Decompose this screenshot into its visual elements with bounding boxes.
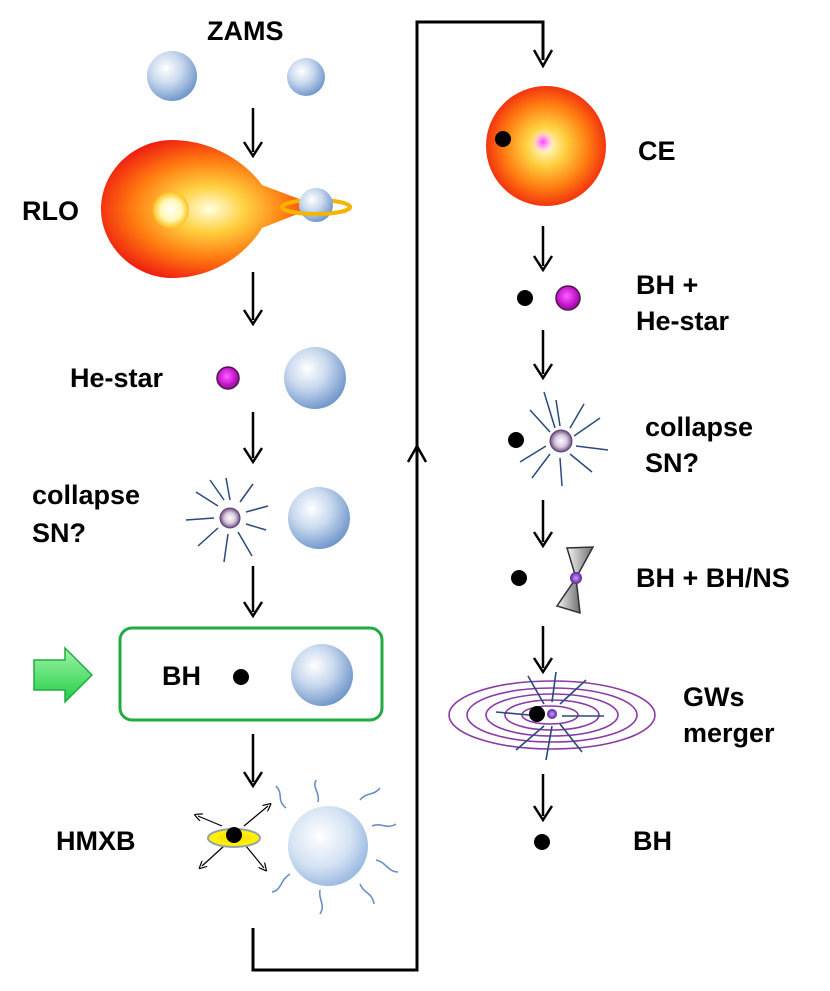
- hmxb-accretion-system: [198, 806, 268, 868]
- highlight-arrow: [33, 646, 94, 704]
- black-hole-dot-2: [517, 290, 533, 306]
- ce-he-core: [532, 131, 554, 153]
- ce-black-hole: [495, 131, 511, 147]
- he-star-dot-2: [555, 285, 581, 311]
- label-he-star: He-star: [70, 363, 164, 393]
- rlo-accretor-star: [280, 188, 352, 222]
- hmxb-companion-star: [288, 806, 368, 886]
- label-bh-bhns: BH + BH/NS: [636, 563, 790, 593]
- zams-star-primary: [147, 51, 197, 101]
- label-ce: CE: [638, 136, 676, 166]
- supernova-burst-right: [519, 391, 609, 487]
- black-hole-dot-4: [511, 570, 527, 586]
- label-collapse-right-1: collapse: [645, 412, 753, 442]
- merger-companion: [547, 709, 557, 719]
- zams-star-secondary: [287, 58, 325, 96]
- companion-star-1: [284, 347, 346, 409]
- final-black-hole: [534, 834, 550, 850]
- companion-star-3: [291, 644, 353, 706]
- loop-connector: [251, 20, 554, 972]
- label-collapse-left-2: SN?: [32, 518, 86, 548]
- label-bh-he-1: BH +: [636, 270, 698, 300]
- label-bh-highlight: BH: [162, 661, 201, 691]
- label-collapse-right-2: SN?: [645, 448, 699, 478]
- rlo-donor-star: [101, 140, 318, 278]
- black-hole-dot-3: [508, 432, 524, 448]
- right-arrows: [532, 226, 554, 823]
- label-gws-1: GWs: [683, 682, 745, 712]
- highlight-box: [118, 626, 384, 722]
- label-rlo: RLO: [22, 196, 79, 226]
- label-collapse-left-1: collapse: [32, 480, 140, 510]
- label-gws-2: merger: [683, 718, 775, 748]
- label-bh-he-2: He-star: [636, 306, 730, 336]
- supernova-burst-left: [185, 477, 269, 563]
- left-arrows: [242, 108, 264, 789]
- companion-star-2: [288, 487, 350, 549]
- hmxb-companion-wind: [271, 779, 399, 915]
- label-hmxb: HMXB: [56, 826, 136, 856]
- he-star-dot: [216, 366, 240, 390]
- black-hole-dot-1: [233, 669, 249, 685]
- pulsar-jet: [555, 546, 595, 615]
- merger-black-hole: [529, 706, 545, 722]
- label-zams: ZAMS: [207, 16, 284, 46]
- label-final-bh: BH: [633, 826, 672, 856]
